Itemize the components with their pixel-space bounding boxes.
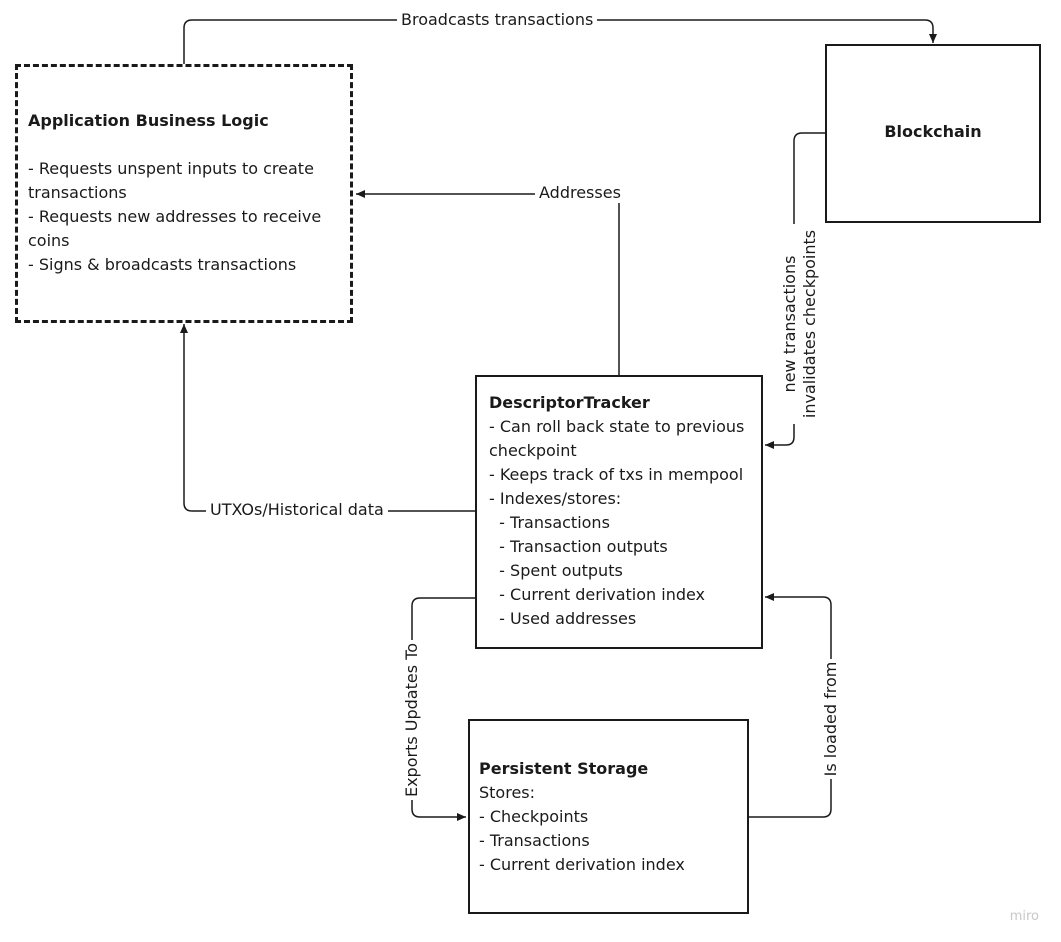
edge-addresses xyxy=(356,190,620,376)
node-title: DescriptorTracker xyxy=(489,393,650,412)
edge-label-exports: Exports Updates To xyxy=(402,640,422,800)
node-title: Blockchain xyxy=(884,122,982,141)
node-line: coins xyxy=(28,231,70,250)
node-line: - Transactions xyxy=(489,513,610,532)
node-line: - Current derivation index xyxy=(489,585,706,604)
node-line: - Signs & broadcasts transactions xyxy=(28,255,297,274)
node-line: - Spent outputs xyxy=(489,561,623,580)
edge-label-addresses: Addresses xyxy=(535,183,625,203)
edge-label-line: new transactions xyxy=(780,255,799,393)
node-blockchain[interactable]: Blockchain xyxy=(825,44,1041,223)
node-line: - Current derivation index xyxy=(479,855,685,874)
node-title: Persistent Storage xyxy=(479,759,649,778)
miro-watermark: miro xyxy=(1009,909,1039,924)
node-line: - Transaction outputs xyxy=(489,537,668,556)
edge-label-utxos: UTXOs/Historical data xyxy=(206,500,388,520)
node-descriptor-tracker[interactable]: DescriptorTracker - Can roll back state … xyxy=(475,375,763,649)
node-application-business-logic[interactable]: Application Business Logic - Requests un… xyxy=(15,64,353,323)
edge-label-new-transactions: new transactions invalidates checkpoints xyxy=(780,224,820,424)
node-line: - Used addresses xyxy=(489,609,637,628)
node-title: Application Business Logic xyxy=(28,111,269,130)
node-line: - Requests unspent inputs to create xyxy=(28,159,314,178)
node-line: - Indexes/stores: xyxy=(489,489,622,508)
node-line: transactions xyxy=(28,183,127,202)
edge-utxos xyxy=(180,324,476,512)
node-persistent-storage[interactable]: Persistent Storage Stores: - Checkpoints… xyxy=(468,719,749,914)
node-line: checkpoint xyxy=(489,441,577,460)
node-line: - Checkpoints xyxy=(479,807,589,826)
node-line: - Can roll back state to previous xyxy=(489,417,745,436)
node-line: Stores: xyxy=(479,783,536,802)
node-line: - Keeps track of txs in mempool xyxy=(489,465,744,484)
node-line: - Requests new addresses to receive xyxy=(28,207,322,226)
node-line: - Transactions xyxy=(479,831,590,850)
edge-label-line: invalidates checkpoints xyxy=(800,229,819,419)
edge-label-broadcasts: Broadcasts transactions xyxy=(397,10,598,30)
edge-label-loaded: Is loaded from xyxy=(821,659,841,779)
